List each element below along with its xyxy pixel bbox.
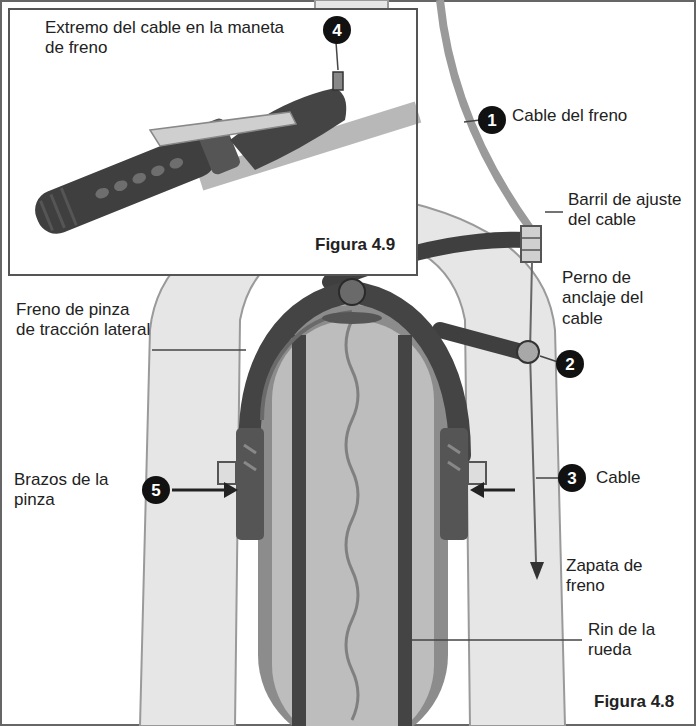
part-label: Perno de anclaje del cable bbox=[562, 268, 682, 329]
part-label: Brazos de la pinza bbox=[14, 470, 132, 511]
callout-number: 1 bbox=[478, 106, 506, 134]
part-label: Cable del freno bbox=[512, 106, 662, 126]
inset-frame: Extremo del cable en la maneta de frenoF… bbox=[8, 8, 418, 276]
figure-label: Figura 4.9 bbox=[315, 235, 415, 255]
callout-number: 4 bbox=[323, 16, 351, 44]
part-label: Cable bbox=[596, 468, 676, 488]
callout-number: 3 bbox=[558, 464, 586, 492]
part-label: Freno de pinza de tracción lateral bbox=[16, 300, 152, 341]
part-label: Rin de la rueda bbox=[588, 620, 688, 661]
callout-number: 2 bbox=[556, 350, 584, 378]
figure-label: Figura 4.8 bbox=[594, 692, 690, 712]
part-label: Barril de ajuste del cable bbox=[568, 190, 690, 231]
inset-caption: Extremo del cable en la maneta de freno bbox=[45, 18, 295, 59]
part-label: Zapata de freno bbox=[566, 556, 686, 597]
callout-number: 5 bbox=[142, 476, 170, 504]
